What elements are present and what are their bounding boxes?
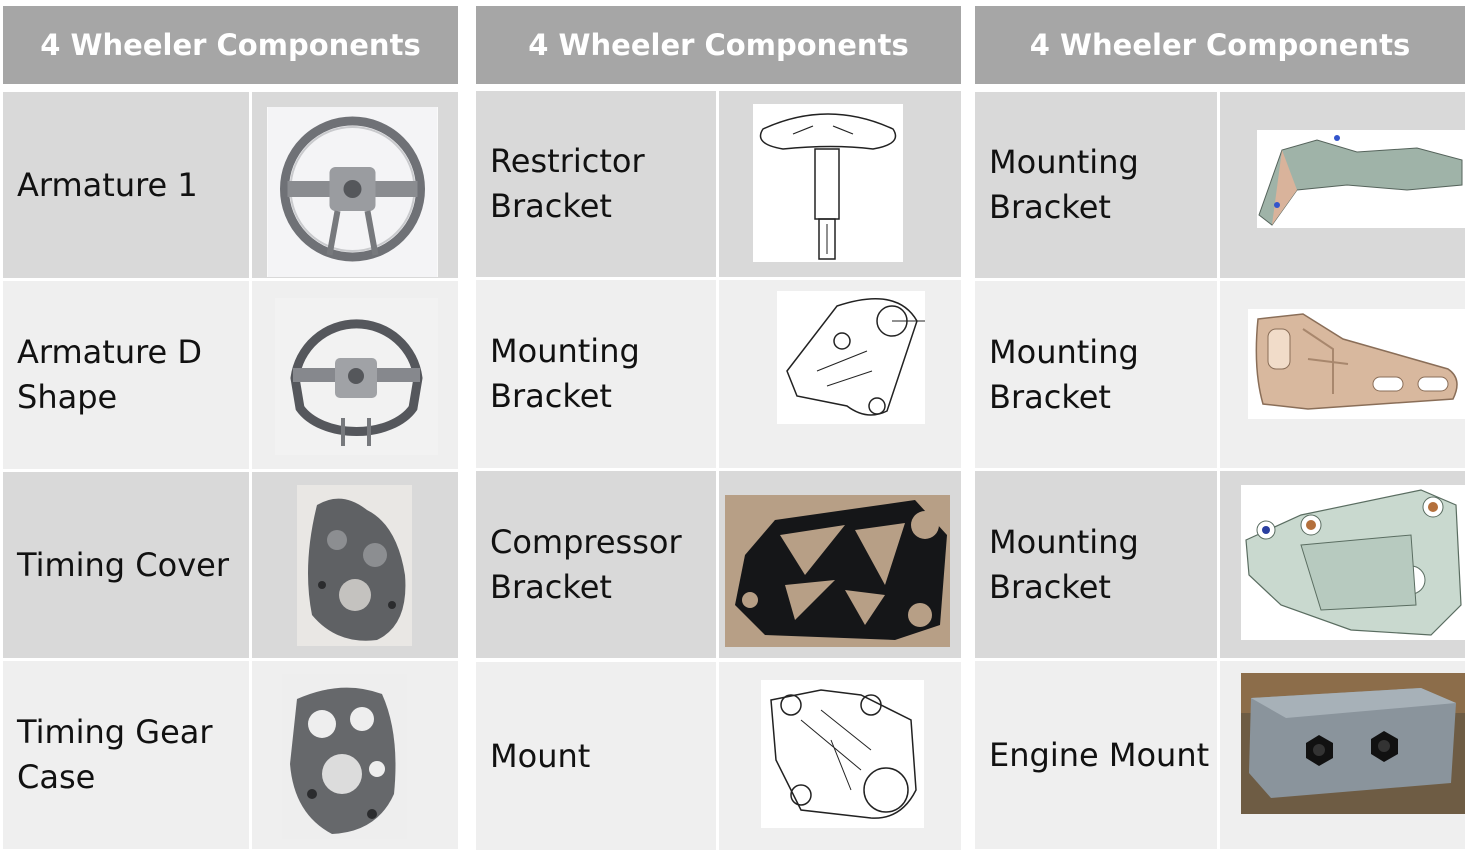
panel-header: 4 Wheeler Components (476, 6, 961, 84)
component-row: Restrictor Bracket (476, 91, 961, 277)
component-image-cell (719, 471, 961, 658)
component-name: Armature 1 (3, 92, 249, 278)
components-panel-3: 4 Wheeler Components (975, 6, 1465, 84)
steering-wheel-image (275, 298, 438, 455)
component-name: Timing Cover (3, 472, 249, 658)
component-image-cell (719, 280, 961, 468)
component-image-cell (252, 661, 458, 849)
component-row: Mount (476, 662, 961, 850)
component-row: Engine Mount (975, 661, 1465, 849)
component-row: Compressor Bracket (476, 471, 961, 658)
component-image-cell (719, 91, 961, 277)
component-image-cell (719, 662, 961, 850)
component-name: Mounting Bracket (975, 281, 1217, 468)
component-name: Compressor Bracket (476, 471, 716, 658)
component-row: Armature D Shape (3, 281, 458, 469)
panel-header: 4 Wheeler Components (975, 6, 1465, 84)
engine-mount-image (1241, 673, 1465, 814)
component-name: Timing Gear Case (3, 661, 249, 849)
panel-header: 4 Wheeler Components (3, 6, 458, 84)
component-image-cell (1220, 471, 1465, 658)
components-panel-1: 4 Wheeler Components (3, 6, 458, 84)
mount-drawing (761, 680, 924, 828)
component-row: Timing Gear Case (3, 661, 458, 849)
component-row: Mounting Bracket (476, 280, 961, 468)
component-image-cell (1220, 281, 1465, 468)
component-name: Mount (476, 662, 716, 850)
component-name: Mounting Bracket (975, 92, 1217, 278)
component-image-cell (1220, 92, 1465, 278)
mounting-bracket-drawing (777, 291, 925, 424)
restrictor-bracket-drawing (753, 104, 903, 262)
component-image-cell (252, 281, 458, 469)
component-row: Mounting Bracket (975, 471, 1465, 658)
component-name: Mounting Bracket (476, 280, 716, 468)
component-image-cell (1220, 661, 1465, 849)
component-row: Mounting Bracket (975, 92, 1465, 278)
mounting-bracket-render (1257, 130, 1465, 228)
component-name: Mounting Bracket (975, 471, 1217, 658)
mounting-bracket-render (1248, 309, 1465, 419)
component-row: Mounting Bracket (975, 281, 1465, 468)
component-row: Timing Cover (3, 472, 458, 658)
component-name: Restrictor Bracket (476, 91, 716, 277)
component-image-cell (252, 472, 458, 658)
component-row: Armature 1 (3, 92, 458, 278)
compressor-bracket-image (725, 495, 950, 647)
component-image-cell (252, 92, 458, 278)
mounting-bracket-render (1241, 485, 1465, 640)
timing-cover-image (297, 485, 412, 646)
component-name: Engine Mount (975, 661, 1217, 849)
steering-wheel-image (267, 107, 438, 277)
component-name: Armature D Shape (3, 281, 249, 469)
components-panel-2: 4 Wheeler Components (476, 6, 961, 84)
timing-gear-case-image (282, 674, 407, 839)
